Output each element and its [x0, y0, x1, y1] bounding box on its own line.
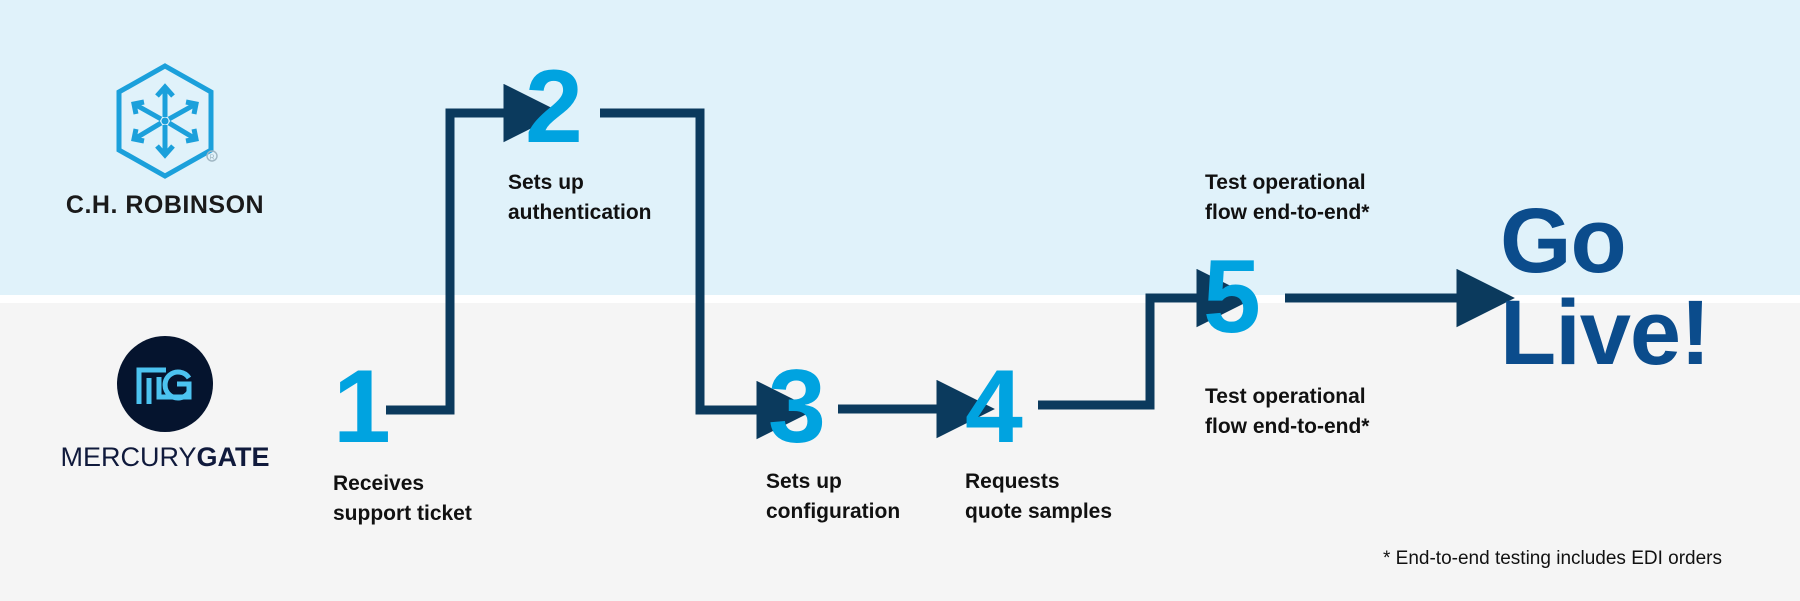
step-4-number: 4 [965, 349, 1023, 465]
mercurygate-wordmark: MERCURYGATE [35, 442, 295, 473]
step-5-label-top: Test operational flow end-to-end* [1205, 171, 1370, 224]
mercurygate-wordmark-bold: GATE [196, 442, 270, 472]
lane-mercurygate-band [0, 303, 1800, 601]
footnote-text: * End-to-end testing includes EDI orders [1383, 548, 1723, 569]
hexagon-cube-arrows-icon: R [116, 63, 218, 179]
lane-chrobinson-band [0, 0, 1800, 295]
mercurygate-wordmark-light: MERCURY [60, 442, 197, 472]
mercurygate-badge [117, 336, 213, 432]
chrobinson-logo: R C.H. ROBINSON [35, 62, 295, 220]
step-3-number: 3 [768, 349, 826, 465]
mercurygate-logo: MERCURYGATE [35, 336, 295, 473]
step-5-number: 5 [1203, 239, 1261, 355]
step-1-number: 1 [333, 349, 391, 465]
step-3-label: Sets up configuration [766, 470, 901, 523]
go-live-outcome: Go Live! [1500, 190, 1711, 384]
chrobinson-wordmark: C.H. ROBINSON [65, 191, 265, 219]
step-1-label: Receives support ticket [333, 472, 472, 525]
mg-monogram-icon [136, 367, 192, 404]
step-5-label-bottom: Test operational flow end-to-end* [1205, 385, 1370, 438]
step-2-number: 2 [525, 49, 583, 165]
svg-text:R: R [209, 155, 214, 162]
step-4-label: Requests quote samples [965, 470, 1113, 523]
step-2-label: Sets up authentication [508, 171, 652, 224]
